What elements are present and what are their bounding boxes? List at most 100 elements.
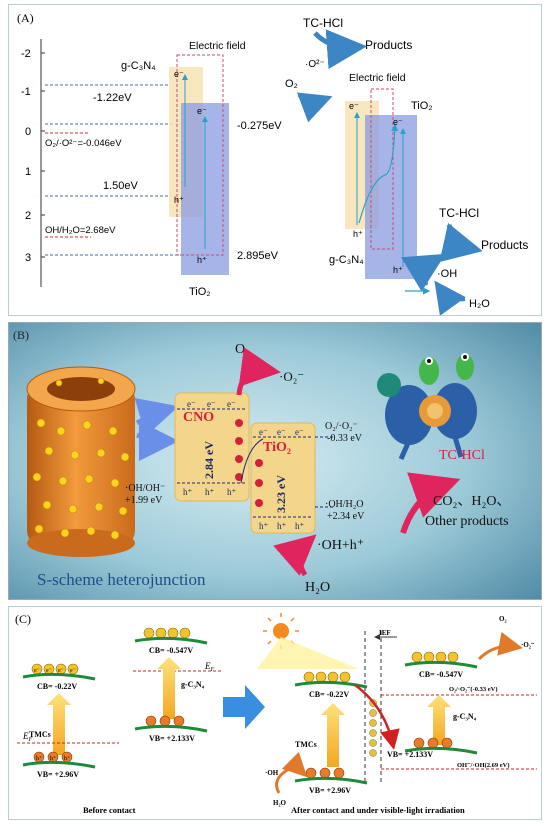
after-cn-vb-band	[404, 746, 478, 755]
tio2-name: TiO₂	[263, 440, 291, 455]
electric-field-box	[176, 54, 224, 256]
o2-level-value: O₂/·O²⁻=-0.046eV	[45, 138, 122, 149]
electron-label: e⁻	[227, 399, 236, 409]
o2-reduction-arrow	[477, 631, 523, 661]
tmc-excitation-arrow	[47, 693, 71, 755]
after-tmc-vb-band	[294, 776, 368, 785]
contact-transition-arrow	[223, 685, 265, 729]
o2-label: O₂	[235, 342, 250, 357]
after-h2o-label: H₂O	[273, 799, 287, 807]
tmc-cb-electrons	[31, 663, 79, 675]
electron-label: e⁻	[349, 101, 359, 111]
after-cn-excitation-arrow	[427, 695, 451, 745]
cno-name-right: g-C₃N₄	[329, 254, 364, 266]
electron-label: e⁻	[393, 117, 403, 127]
tick-label: 1	[25, 166, 31, 178]
tc-hcl-label: TC·HCl	[439, 448, 485, 463]
oh-h-label: ·OH+h⁺	[317, 538, 364, 553]
fermi-label: EF	[204, 661, 215, 673]
electron-label: e⁻	[295, 427, 304, 437]
cb-cno-value: -1.22eV	[93, 92, 132, 104]
hole-label: h⁺	[64, 755, 70, 762]
after-cn-name: g-C₃N₄	[453, 712, 477, 721]
h2o-oxidation-arrow	[275, 751, 308, 794]
cn-cb-value: CB= -0.547V	[149, 646, 193, 655]
cno-name: g-C₃N₄	[121, 60, 156, 72]
panel-b-label: (B)	[13, 328, 29, 342]
tick-label: -2	[21, 48, 31, 60]
after-cn-cb-value: CB= -0.547V	[419, 670, 463, 679]
hole-label: h⁺	[277, 521, 287, 531]
o2-level-name: O₂/·O₂⁻	[325, 421, 358, 432]
electron-label: e⁻	[174, 69, 184, 79]
products-line2: Other products	[425, 514, 509, 529]
electron-label: e⁻	[70, 668, 76, 674]
electron-label: e⁻	[58, 668, 64, 674]
after-cn-cb-band	[404, 660, 478, 669]
electron-label: e⁻	[277, 427, 286, 437]
tick-label: 0	[25, 126, 31, 138]
cn-name: g-C₃N₄	[181, 680, 205, 689]
electron-label: e⁻	[46, 668, 52, 674]
tio2-band-right	[365, 115, 417, 279]
before-caption: Before contact	[83, 805, 136, 815]
cno-name: CNO	[183, 410, 214, 425]
tc-hcl-molecule-illustration	[377, 353, 477, 461]
after-tmc-vb-holes	[305, 767, 345, 779]
products-bottom: Products	[481, 238, 528, 252]
bottom-degradation-arrow	[439, 222, 483, 262]
hole-label: h⁺	[205, 487, 215, 497]
panel-c: (C) e⁻ e⁻ e⁻ e⁻ CB= -0.22V TMCs EF h⁺ h⁺…	[8, 606, 542, 820]
hole-label: h⁺	[174, 195, 184, 205]
panel-b-diagram: (B) CNO e⁻ e⁻ e⁻ h⁺ h⁺ h⁺ 2.84 eV TiO₂ e…	[9, 323, 541, 599]
panel-c-diagram: (C) e⁻ e⁻ e⁻ e⁻ CB= -0.22V TMCs EF h⁺ h⁺…	[15, 612, 537, 815]
tc-hcl-bottom: TC-HCl	[439, 206, 479, 220]
electron-label: e⁻	[197, 106, 207, 116]
fermi-label: EF	[22, 731, 33, 743]
tc-hcl-top: TC-HCl	[303, 16, 343, 30]
cno-band	[174, 392, 250, 502]
after-tmc-cb-value: CB= -0.22V	[309, 690, 349, 699]
h2o-oxidation-arrow	[273, 534, 317, 577]
hole-label: h⁺	[36, 755, 42, 762]
h2o-oxidation-arrow	[434, 280, 466, 316]
scheme-title: S-scheme heterojunction	[37, 570, 206, 589]
cn-vb-value: VB= +2.133V	[149, 734, 195, 743]
light-beam	[257, 637, 359, 669]
tio2-band	[250, 422, 316, 534]
after-cn-vb-holes	[413, 737, 453, 749]
tio2-name: TiO₂	[189, 286, 211, 298]
hole-label: h⁺	[295, 521, 305, 531]
tube-to-band-arrow	[136, 420, 179, 461]
cn-cb-electrons	[143, 627, 191, 639]
after-o2-label: O₂	[499, 615, 507, 623]
oh-radical-label: ·OH	[437, 268, 457, 280]
tmc-vb-value: VB= +2.96V	[37, 770, 79, 779]
after-o2-level: O₂/·O₂⁻(-0.33 eV)	[449, 686, 498, 693]
hole-label: h⁺	[183, 487, 193, 497]
after-tmc-vb-value: VB= +2.96V	[309, 786, 351, 795]
axis-ticks: -2 -1 0 1 2 3	[21, 48, 45, 264]
products-line1: CO₂、H₂O、	[433, 494, 510, 509]
o2-reduction-arrow	[296, 92, 333, 123]
cno-charge-dots	[235, 419, 243, 481]
panel-a-diagram: (A) -2 -1 0 1 2 3 -1.22eV O₂/·O²⁻=-0.046…	[17, 11, 528, 316]
o2-label: O₂	[285, 78, 298, 90]
after-cn-vb-value: VB= +2.133V	[387, 750, 433, 759]
cn-cb-band	[134, 636, 208, 645]
tmc-vb-band	[22, 760, 96, 769]
tio2-charge-dots	[255, 459, 263, 507]
electric-field-label-right: Electric field	[349, 72, 406, 84]
electron-label: e⁻	[187, 399, 196, 409]
oh-left-level-value: +1.99 eV	[125, 495, 163, 506]
nanotube-illustration	[26, 366, 136, 557]
cb-tio2-value: -0.275eV	[237, 120, 282, 132]
interface-charges	[369, 699, 377, 757]
hole-label: h⁺	[393, 265, 403, 275]
s-scheme-recombination-arrow	[354, 683, 400, 750]
tick-label: 3	[25, 252, 31, 264]
electron-label: e⁻	[207, 399, 216, 409]
cno-bandgap: 2.84 eV	[202, 441, 216, 479]
o2-radical-label: ·O²⁻	[305, 59, 325, 70]
after-tmc-cb-electrons	[303, 671, 351, 683]
